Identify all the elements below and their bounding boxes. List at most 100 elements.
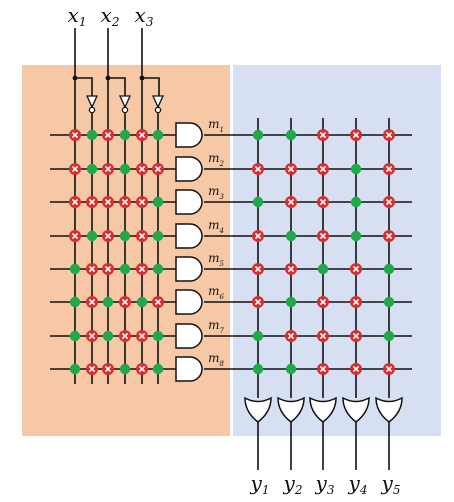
inverter-icon (151, 95, 165, 109)
or-crosspoint-connected-dot (252, 330, 264, 342)
and-gate-icon (175, 289, 203, 315)
output-label: y5 (381, 471, 401, 497)
or-crosspoint-cut-fuse-icon (317, 196, 329, 208)
or-crosspoint-connected-dot (285, 129, 297, 141)
and-crosspoint-cut-fuse-icon (119, 330, 131, 342)
input-label: x2 (101, 3, 120, 29)
and-crosspoint-cut-fuse-icon (102, 196, 114, 208)
inverter-bubble-icon (88, 106, 96, 114)
and-crosspoint-cut-fuse-icon (136, 263, 148, 275)
or-crosspoint-connected-dot (350, 230, 362, 242)
and-crosspoint-connected-dot (86, 230, 98, 242)
and-crosspoint-cut-fuse-icon (86, 363, 98, 375)
and-crosspoint-connected-dot (119, 263, 131, 275)
and-crosspoint-cut-fuse-icon (136, 230, 148, 242)
and-gate-icon (175, 223, 203, 249)
output-label: y2 (283, 471, 303, 497)
and-crosspoint-cut-fuse-icon (69, 163, 81, 175)
minterm-label: m7 (208, 318, 224, 335)
or-crosspoint-cut-fuse-icon (317, 296, 329, 308)
or-crosspoint-cut-fuse-icon (252, 296, 264, 308)
or-crosspoint-connected-dot (252, 129, 264, 141)
and-crosspoint-connected-dot (119, 129, 131, 141)
or-crosspoint-connected-dot (383, 296, 395, 308)
and-crosspoint-cut-fuse-icon (119, 196, 131, 208)
or-crosspoint-connected-dot (383, 263, 395, 275)
and-crosspoint-connected-dot (152, 363, 164, 375)
minterm-label: m1 (208, 117, 224, 134)
and-crosspoint-connected-dot (152, 330, 164, 342)
or-crosspoint-cut-fuse-icon (350, 263, 362, 275)
or-crosspoint-cut-fuse-icon (350, 363, 362, 375)
or-crosspoint-connected-dot (350, 196, 362, 208)
or-crosspoint-cut-fuse-icon (350, 296, 362, 308)
inverter-branch (142, 77, 160, 96)
and-crosspoint-connected-dot (102, 296, 114, 308)
or-gate-icon (375, 396, 403, 423)
and-crosspoint-cut-fuse-icon (152, 163, 164, 175)
minterm-label: m3 (208, 184, 224, 201)
and-crosspoint-connected-dot (69, 296, 81, 308)
or-crosspoint-cut-fuse-icon (383, 230, 395, 242)
and-crosspoint-connected-dot (86, 129, 98, 141)
and-crosspoint-cut-fuse-icon (136, 196, 148, 208)
or-gate-icon (309, 396, 337, 423)
inverter-branch (108, 77, 126, 96)
and-crosspoint-cut-fuse-icon (86, 263, 98, 275)
or-crosspoint-cut-fuse-icon (317, 129, 329, 141)
and-crosspoint-cut-fuse-icon (102, 263, 114, 275)
and-crosspoint-connected-dot (69, 363, 81, 375)
and-crosspoint-connected-dot (86, 163, 98, 175)
or-crosspoint-connected-dot (350, 163, 362, 175)
or-crosspoint-connected-dot (285, 363, 297, 375)
and-crosspoint-cut-fuse-icon (102, 363, 114, 375)
and-crosspoint-connected-dot (136, 296, 148, 308)
or-crosspoint-cut-fuse-icon (252, 263, 264, 275)
and-crosspoint-cut-fuse-icon (102, 129, 114, 141)
and-crosspoint-connected-dot (119, 230, 131, 242)
or-crosspoint-cut-fuse-icon (285, 163, 297, 175)
or-crosspoint-cut-fuse-icon (252, 163, 264, 175)
inverter-icon (118, 95, 132, 109)
and-crosspoint-connected-dot (102, 330, 114, 342)
or-crosspoint-cut-fuse-icon (317, 163, 329, 175)
minterm-label: m4 (208, 218, 224, 235)
and-crosspoint-connected-dot (69, 330, 81, 342)
and-crosspoint-connected-dot (152, 263, 164, 275)
or-crosspoint-cut-fuse-icon (285, 263, 297, 275)
and-crosspoint-cut-fuse-icon (102, 230, 114, 242)
or-gate-icon (244, 396, 272, 423)
and-plane-region (22, 65, 230, 436)
and-crosspoint-cut-fuse-icon (136, 363, 148, 375)
and-crosspoint-cut-fuse-icon (86, 330, 98, 342)
and-crosspoint-cut-fuse-icon (152, 296, 164, 308)
inverter-branch (75, 77, 93, 96)
and-crosspoint-cut-fuse-icon (136, 129, 148, 141)
minterm-label: m6 (208, 284, 224, 301)
junction-dot (105, 75, 111, 81)
and-crosspoint-cut-fuse-icon (69, 196, 81, 208)
or-crosspoint-cut-fuse-icon (350, 129, 362, 141)
junction-dot (139, 75, 145, 81)
and-gate-icon (175, 323, 203, 349)
and-gate-icon (175, 156, 203, 182)
or-plane-region (233, 65, 441, 436)
or-crosspoint-connected-dot (383, 330, 395, 342)
or-crosspoint-connected-dot (285, 296, 297, 308)
and-crosspoint-cut-fuse-icon (86, 296, 98, 308)
or-crosspoint-connected-dot (252, 363, 264, 375)
or-crosspoint-cut-fuse-icon (317, 330, 329, 342)
or-crosspoint-cut-fuse-icon (383, 196, 395, 208)
inverter-bubble-icon (121, 106, 129, 114)
minterm-label: m8 (208, 351, 224, 368)
inverter-icon (85, 95, 99, 109)
inverter-bubble-icon (154, 106, 162, 114)
and-crosspoint-connected-dot (152, 129, 164, 141)
output-label: y3 (315, 471, 335, 497)
or-crosspoint-cut-fuse-icon (317, 363, 329, 375)
input-label: x3 (135, 3, 154, 29)
or-crosspoint-cut-fuse-icon (317, 230, 329, 242)
and-gate-icon (175, 256, 203, 282)
or-crosspoint-cut-fuse-icon (383, 129, 395, 141)
